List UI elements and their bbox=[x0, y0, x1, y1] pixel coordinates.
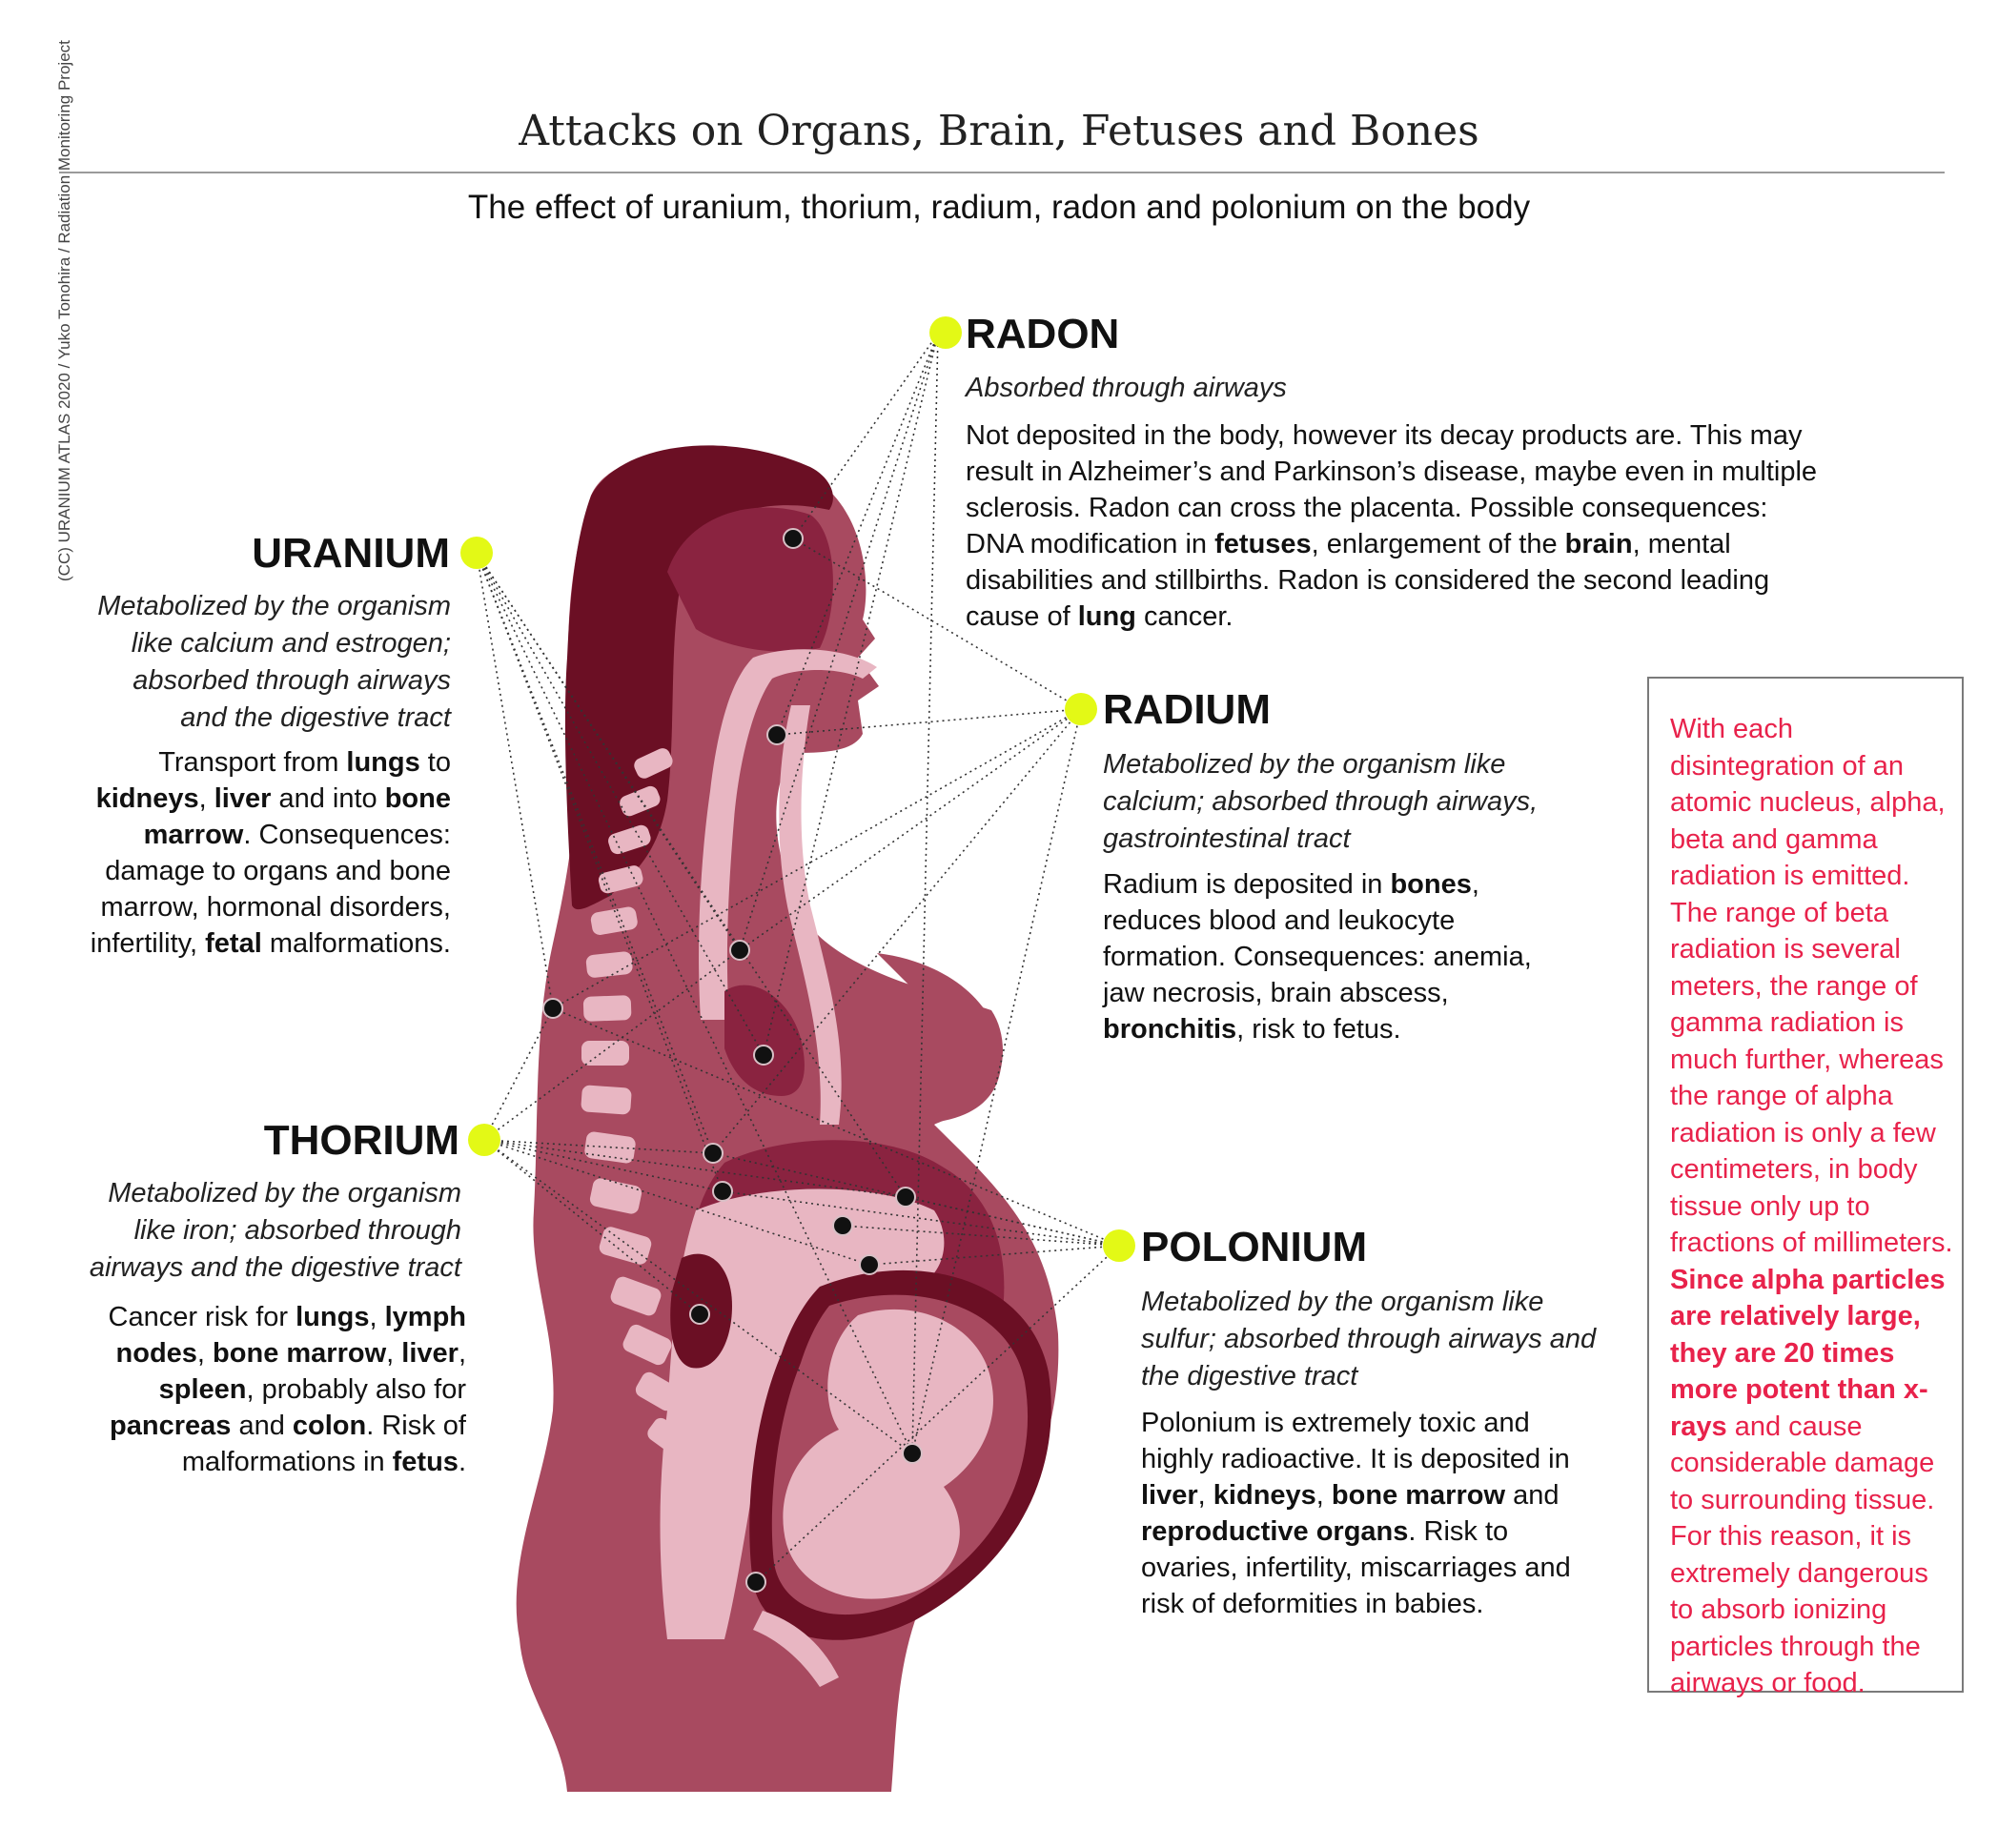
page-subtitle: The effect of uranium, thorium, radium, … bbox=[467, 189, 1531, 226]
thorium-description: Cancer risk for lungs, lymph nodes, bone… bbox=[108, 1302, 466, 1477]
target-dot-kidney-upper bbox=[703, 1143, 724, 1164]
uranium-description: Transport from lungs to kidneys, liver a… bbox=[90, 747, 451, 959]
uranium-absorption: Metabolized by the organism like calcium… bbox=[97, 591, 451, 733]
page-title: Attacks on Organs, Brain, Fetuses and Bo… bbox=[519, 107, 1479, 155]
connector-thorium-kidney-upper bbox=[483, 1139, 714, 1154]
connector-polonium-kidney-upper bbox=[712, 1152, 1120, 1247]
connector-radium-kidney-upper bbox=[712, 708, 1082, 1154]
target-dot-intestine-mid bbox=[859, 1254, 880, 1275]
target-dot-kidney-lower bbox=[712, 1181, 733, 1202]
connector-radon-fetus bbox=[911, 333, 939, 1454]
info-box-text: With each disintegration of an atomic nu… bbox=[1670, 714, 1953, 1698]
thorium-marker bbox=[468, 1124, 500, 1156]
connector-polonium-ovary bbox=[755, 1245, 1120, 1583]
airway bbox=[699, 649, 877, 1020]
connector-thorium-fetus bbox=[483, 1139, 913, 1454]
thorium-absorption: Metabolized by the organism like iron; a… bbox=[89, 1178, 461, 1283]
target-dot-ovary bbox=[745, 1572, 766, 1593]
target-dot-liver bbox=[895, 1187, 916, 1208]
connector-radon-lung-lower bbox=[763, 333, 939, 1056]
connector-uranium-lung-lower bbox=[476, 552, 765, 1056]
thorium-heading: THORIUM bbox=[263, 1117, 459, 1164]
uranium-marker bbox=[460, 537, 493, 569]
credit-line: (CC) URANIUM ATLAS 2020 / Yuko Tonohira … bbox=[55, 40, 73, 581]
connector-uranium-fetus bbox=[476, 552, 913, 1454]
connector-radium-lung bbox=[739, 708, 1082, 951]
radium-marker bbox=[1065, 693, 1097, 725]
connector-uranium-kidney-lower bbox=[476, 552, 724, 1192]
polonium-heading: POLONIUM bbox=[1141, 1224, 1368, 1270]
connector-radon-throat bbox=[776, 333, 939, 736]
connector-radon-lung bbox=[739, 333, 939, 951]
connector-thorium-liver bbox=[483, 1139, 907, 1198]
radon-description: Not deposited in the body, however its d… bbox=[966, 420, 1818, 632]
connector-radium-fetus bbox=[911, 708, 1082, 1454]
connector-uranium-kidney-upper bbox=[476, 552, 714, 1154]
target-dot-spleen bbox=[689, 1304, 710, 1325]
polonium-description: Polonium is extremely toxic and highly r… bbox=[1141, 1408, 1571, 1619]
connector-thorium-spleen bbox=[483, 1139, 701, 1315]
target-dot-brain bbox=[783, 528, 804, 549]
target-dot-fetus bbox=[902, 1443, 923, 1464]
connector-uranium-lung bbox=[476, 552, 741, 951]
connector-uranium-spine bbox=[476, 552, 554, 1009]
radon-marker bbox=[929, 316, 962, 349]
info-box bbox=[1647, 677, 1964, 1693]
target-dot-intestine-upper bbox=[832, 1215, 853, 1236]
connector-thorium-kidney-lower bbox=[483, 1139, 724, 1192]
connector-polonium-spine bbox=[552, 1007, 1120, 1247]
fetus bbox=[783, 1309, 993, 1599]
connector-radium-spine bbox=[552, 708, 1082, 1009]
connector-thorium-lung bbox=[483, 949, 741, 1141]
connector-polonium-intestine-mid bbox=[868, 1245, 1120, 1266]
target-dot-lung bbox=[729, 940, 750, 961]
radon-heading: RADON bbox=[966, 311, 1120, 357]
radon-absorption: Absorbed through airways bbox=[966, 373, 1287, 403]
radium-absorption: Metabolized by the organism like calcium… bbox=[1103, 749, 1539, 854]
breast bbox=[877, 953, 1002, 1123]
connector-radium-brain bbox=[792, 538, 1082, 710]
polonium-marker bbox=[1103, 1229, 1135, 1262]
connector-thorium-intestine-mid bbox=[483, 1139, 870, 1266]
connector-polonium-intestine-upper bbox=[842, 1225, 1120, 1247]
connector-uranium-liver bbox=[476, 552, 907, 1198]
radium-description: Radium is deposited in bones, reduces bl… bbox=[1103, 869, 1532, 1045]
polonium-absorption: Metabolized by the organism like sulfur;… bbox=[1141, 1287, 1597, 1391]
connector-polonium-kidney-lower bbox=[722, 1190, 1120, 1247]
connector-radium-throat bbox=[776, 708, 1082, 736]
radium-heading: RADIUM bbox=[1103, 686, 1271, 733]
birth-canal bbox=[753, 1611, 839, 1687]
connector-thorium-spine bbox=[483, 1007, 554, 1141]
lung-shape bbox=[724, 985, 805, 1096]
esophagus bbox=[779, 705, 842, 1125]
title-divider bbox=[59, 172, 1945, 173]
connector-radon-brain bbox=[792, 333, 939, 539]
uranium-heading: URANIUM bbox=[252, 530, 450, 577]
target-dot-spine bbox=[542, 998, 563, 1019]
target-dot-throat bbox=[766, 724, 787, 745]
target-dot-lung-lower bbox=[753, 1045, 774, 1066]
